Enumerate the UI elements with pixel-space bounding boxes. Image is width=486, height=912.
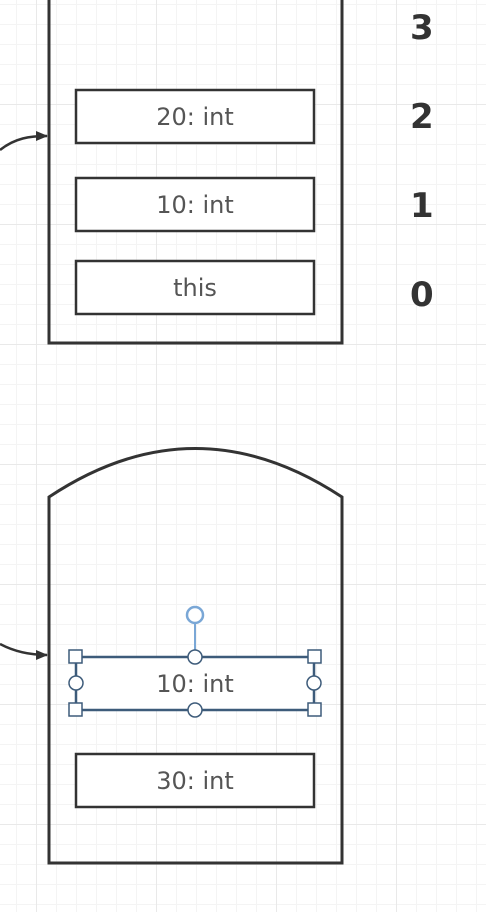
slot-index-1: 1 <box>410 186 434 226</box>
lower-cell-label: 10: int <box>156 670 234 698</box>
slot-index-3: 3 <box>410 8 434 48</box>
upper-cell-label: 10: int <box>156 191 234 219</box>
resize-handle-right[interactable] <box>306 675 322 691</box>
resize-handle-bottom-left[interactable] <box>68 702 83 717</box>
lower-cell-label: 30: int <box>156 767 234 795</box>
upper-cell-20-int[interactable]: 20: int <box>74 88 316 145</box>
resize-handle-left[interactable] <box>68 675 84 691</box>
upper-frame[interactable] <box>47 0 344 345</box>
lower-frame-arrow[interactable] <box>0 642 48 660</box>
lower-cell-30-int[interactable]: 30: int <box>74 752 316 809</box>
slot-index-0: 0 <box>410 275 434 315</box>
upper-cell-10-int[interactable]: 10: int <box>74 176 316 233</box>
upper-cell-label: this <box>173 274 217 302</box>
resize-handle-top[interactable] <box>187 649 203 665</box>
selection-handles[interactable] <box>68 605 322 718</box>
lower-cell-10-int-selected[interactable]: 10: int <box>74 655 316 712</box>
lower-frame[interactable] <box>47 447 344 865</box>
upper-cell-this[interactable]: this <box>74 259 316 316</box>
upper-cell-label: 20: int <box>156 103 234 131</box>
resize-handle-top-right[interactable] <box>307 649 322 664</box>
resize-handle-bottom[interactable] <box>187 702 203 718</box>
upper-frame-arrow[interactable] <box>0 131 48 151</box>
resize-handle-bottom-right[interactable] <box>307 702 322 717</box>
slot-index-2: 2 <box>410 97 434 137</box>
rotate-handle[interactable] <box>185 605 205 625</box>
resize-handle-top-left[interactable] <box>68 649 83 664</box>
